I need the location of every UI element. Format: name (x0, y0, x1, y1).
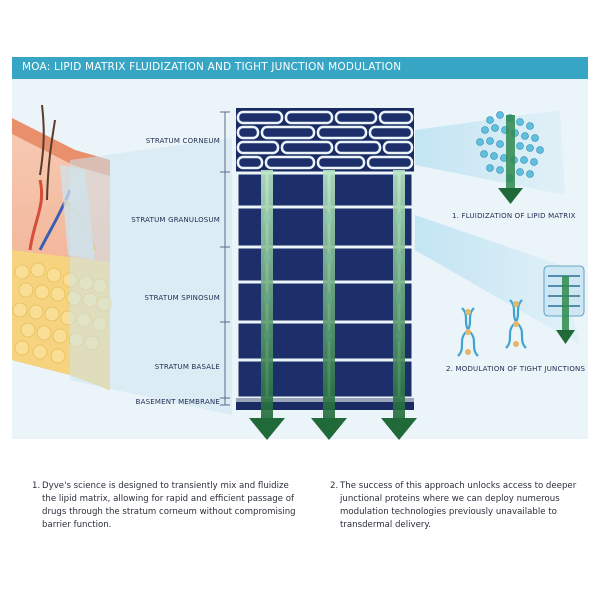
layer-label-stratum-corneum: STRATUM CORNEUM (145, 137, 220, 145)
note-1: 1. Dyve's science is designed to transie… (32, 480, 302, 532)
tight-junction-illustration (457, 265, 585, 357)
note-2: 2. The success of this approach unlocks … (330, 480, 578, 532)
mechanism-label-tight-junctions: 2. MODULATION OF TIGHT JUNCTIONS (446, 365, 586, 373)
layer-label-stratum-basale: STRATUM BASALE (154, 363, 220, 371)
layer-label-stratum-spinosum: STRATUM SPINOSUM (144, 294, 220, 302)
note-1-text: Dyve's science is designed to transientl… (42, 481, 296, 530)
header-banner: MOA: LIPID MATRIX FLUIDIZATION AND TIGHT… (12, 57, 588, 79)
layer-label-stratum-granulosum: STRATUM GRANULOSUM (131, 216, 220, 224)
page-title: MOA: LIPID MATRIX FLUIDIZATION AND TIGHT… (22, 61, 402, 73)
lipid-matrix-illustration (476, 111, 544, 204)
note-2-text: The success of this approach unlocks acc… (340, 481, 577, 530)
mechanism-label-lipid-fluidization: 1. FLUIDIZATION OF LIPID MATRIX (452, 212, 576, 220)
penetration-arrows (249, 170, 417, 440)
note-2-number: 2. (330, 481, 339, 491)
layer-label-basement-membrane: BASEMENT MEMBRANE (135, 398, 220, 406)
note-1-number: 1. (32, 481, 41, 491)
layer-bracket (220, 111, 230, 406)
